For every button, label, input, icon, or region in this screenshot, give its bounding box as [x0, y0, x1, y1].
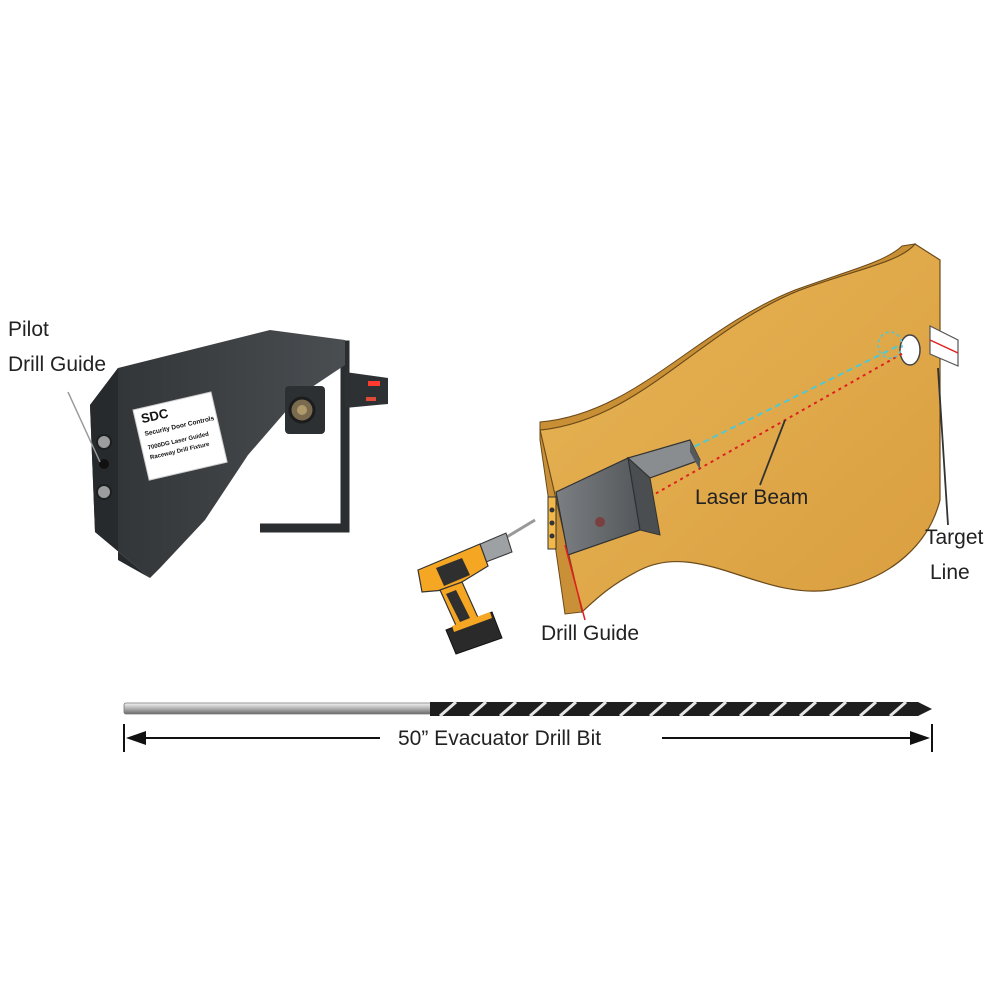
- fixture-sticker: SDC Security Door Controls 7000DG Laser …: [132, 391, 228, 481]
- target-line-mark: [929, 339, 959, 354]
- pilot-drill-guide-label: Drill Guide: [8, 353, 107, 376]
- drill-bit-shank: [123, 702, 435, 715]
- drill-battery-stripe: [452, 612, 492, 632]
- door-top-edge: [539, 243, 917, 431]
- guide-body: [555, 457, 641, 556]
- door-hole: [899, 334, 921, 366]
- drill-bit-flutes: [439, 700, 907, 718]
- laser-beam-leader: [759, 419, 786, 486]
- pilot-hole-top: [96, 434, 112, 450]
- target-line-leader: [937, 367, 949, 526]
- pilot-drill-guide-hole: [99, 459, 109, 469]
- dimension-arrow-right: [910, 731, 930, 745]
- pilot-hole-bottom: [96, 484, 112, 500]
- target-label: Target: [925, 526, 984, 549]
- dimension-arrow-left: [126, 731, 146, 745]
- door-illustration: [539, 243, 959, 615]
- drill-bit-short: [504, 518, 536, 540]
- sticker-logo: SDC: [140, 405, 171, 426]
- laser-target-circle: [877, 331, 903, 359]
- laser-beam-label: Laser Beam: [695, 486, 809, 509]
- fixture-knob-center: [297, 405, 307, 415]
- guide-knob: [595, 517, 605, 527]
- drill-motor-cover: [436, 558, 470, 586]
- pilot-label: Pilot: [8, 318, 49, 341]
- dimension-line: [123, 724, 933, 752]
- pilot-leader-line: [67, 391, 101, 463]
- guide-front-hole: [549, 520, 555, 526]
- drill-guide-leader: [564, 544, 586, 621]
- cordless-drill: [417, 518, 536, 655]
- laser-emitter-glow-lower: [366, 397, 376, 401]
- laser-emitter-glow: [368, 381, 380, 386]
- door-face: [539, 243, 941, 614]
- fixture-rear-arm: [345, 372, 388, 408]
- guide-front-hole: [549, 507, 555, 513]
- drill-guide-label: Drill Guide: [541, 622, 640, 645]
- drill-bit-fluted-section: [430, 702, 932, 716]
- drill-grip: [446, 590, 470, 622]
- drill-bit-length-label: 50” Evacuator Drill Bit: [398, 727, 602, 750]
- guide-front-hole: [549, 533, 555, 539]
- target-line-label: Line: [930, 561, 970, 584]
- fixture-side-face: [90, 368, 150, 578]
- drill-fixture-photo: SDC Security Door Controls 7000DG Laser …: [90, 330, 388, 578]
- evacuator-drill-bit: [123, 700, 932, 718]
- guide-arm-tip: [690, 440, 700, 470]
